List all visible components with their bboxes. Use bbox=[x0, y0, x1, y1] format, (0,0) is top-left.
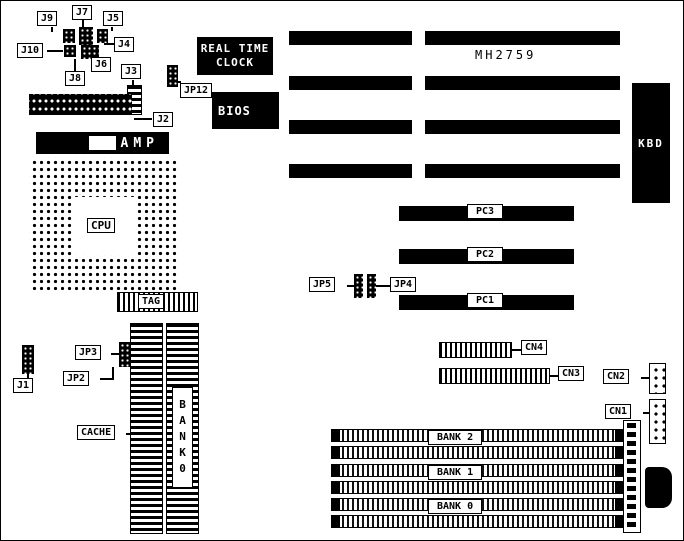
leader-line bbox=[82, 19, 84, 28]
kbd-chip: KBD bbox=[632, 83, 670, 203]
jumper-label-j10: J10 bbox=[17, 43, 44, 58]
amp-socket: AMP bbox=[36, 132, 169, 154]
cn2-connector bbox=[649, 363, 666, 394]
jumper-label-j5: J5 bbox=[103, 11, 124, 26]
cache-label: CACHE bbox=[77, 425, 116, 440]
jumper-label-j7: J7 bbox=[72, 5, 93, 20]
leader-line bbox=[641, 377, 649, 379]
isa-slot bbox=[289, 76, 412, 90]
leader-line bbox=[177, 81, 181, 83]
amp-label: AMP bbox=[120, 135, 159, 151]
isa-slot bbox=[289, 120, 412, 134]
isa-slot bbox=[425, 120, 620, 134]
leader-line bbox=[47, 50, 63, 52]
simm-socket bbox=[331, 446, 624, 459]
jumper-label-jp5: JP5 bbox=[309, 277, 336, 292]
leader-line bbox=[132, 80, 134, 86]
memory-bank0-label: BANK 0 bbox=[428, 499, 483, 514]
leader-line bbox=[376, 285, 390, 287]
jumper-block bbox=[79, 27, 93, 45]
isa-slot bbox=[425, 31, 620, 45]
leader-line bbox=[550, 375, 558, 377]
memory-bank2-label: BANK 2 bbox=[428, 430, 483, 445]
leader-line bbox=[643, 412, 649, 414]
slot-pc1-label: PC1 bbox=[467, 293, 504, 308]
connector-label-cn2: CN2 bbox=[603, 369, 630, 384]
cache-socket-column bbox=[130, 323, 163, 534]
leader-line bbox=[134, 118, 152, 120]
jumper-label-j9: J9 bbox=[37, 11, 58, 26]
jumper-label-j8: J8 bbox=[65, 71, 86, 86]
j1-jumper-block bbox=[22, 345, 34, 374]
jumper-label-j2: J2 bbox=[153, 112, 174, 127]
slot-pc2-label: PC2 bbox=[467, 247, 504, 262]
leader-line bbox=[51, 27, 53, 32]
jp5-jumper-block bbox=[354, 274, 363, 298]
amp-socket-notch bbox=[89, 136, 116, 150]
jp12-jumper-block bbox=[167, 65, 178, 87]
cpu-label: CPU bbox=[87, 218, 115, 233]
leader-line bbox=[112, 367, 114, 380]
real-time-clock-chip: REAL TIME CLOCK bbox=[197, 37, 273, 75]
memory-bank1-label: BANK 1 bbox=[428, 465, 483, 480]
connector-label-cn3: CN3 bbox=[558, 366, 585, 381]
leader-line bbox=[104, 43, 114, 45]
j2-pin-header bbox=[29, 94, 132, 115]
jumper-block bbox=[81, 45, 99, 59]
cn3-connector bbox=[439, 368, 550, 384]
connector-label-cn1: CN1 bbox=[605, 404, 632, 419]
isa-slot bbox=[425, 76, 620, 90]
leader-line bbox=[126, 433, 131, 435]
jp4-jumper-block bbox=[367, 274, 376, 298]
keyboard-din-connector bbox=[645, 467, 672, 508]
cache-bank-label: BANK0 bbox=[172, 387, 193, 488]
cn1-connector bbox=[649, 399, 666, 444]
jumper-block bbox=[63, 29, 75, 43]
leader-line bbox=[111, 27, 113, 31]
isa-slot bbox=[289, 164, 412, 178]
cn4-connector bbox=[439, 342, 512, 358]
board-model: MH2759 bbox=[475, 48, 537, 62]
jp3-jumper-block bbox=[119, 342, 130, 367]
power-connector bbox=[623, 420, 641, 533]
leader-line bbox=[27, 374, 29, 378]
jumper-label-j6: J6 bbox=[91, 57, 112, 72]
leader-line bbox=[347, 285, 354, 287]
isa-slot bbox=[425, 164, 620, 178]
simm-socket bbox=[331, 515, 624, 528]
jumper-label-jp12: JP12 bbox=[180, 83, 213, 98]
jumper-label-j4: J4 bbox=[114, 37, 135, 52]
jumper-label-j1: J1 bbox=[13, 378, 34, 393]
isa-slot bbox=[289, 31, 412, 45]
leader-line bbox=[111, 353, 119, 355]
slot-pc3-label: PC3 bbox=[467, 204, 504, 219]
simm-socket bbox=[331, 481, 624, 494]
leader-line bbox=[512, 349, 521, 351]
jumper-block bbox=[64, 45, 76, 57]
leader-line bbox=[100, 378, 114, 380]
jumper-label-j3: J3 bbox=[121, 64, 142, 79]
jumper-label-jp3: JP3 bbox=[75, 345, 102, 360]
jumper-label-jp4: JP4 bbox=[390, 277, 417, 292]
bios-chip: BIOS bbox=[212, 92, 279, 129]
tag-label: TAG bbox=[138, 294, 165, 309]
leader-line bbox=[74, 59, 76, 71]
jumper-block bbox=[97, 29, 108, 43]
connector-label-cn4: CN4 bbox=[521, 340, 548, 355]
jumper-label-jp2: JP2 bbox=[63, 371, 90, 386]
